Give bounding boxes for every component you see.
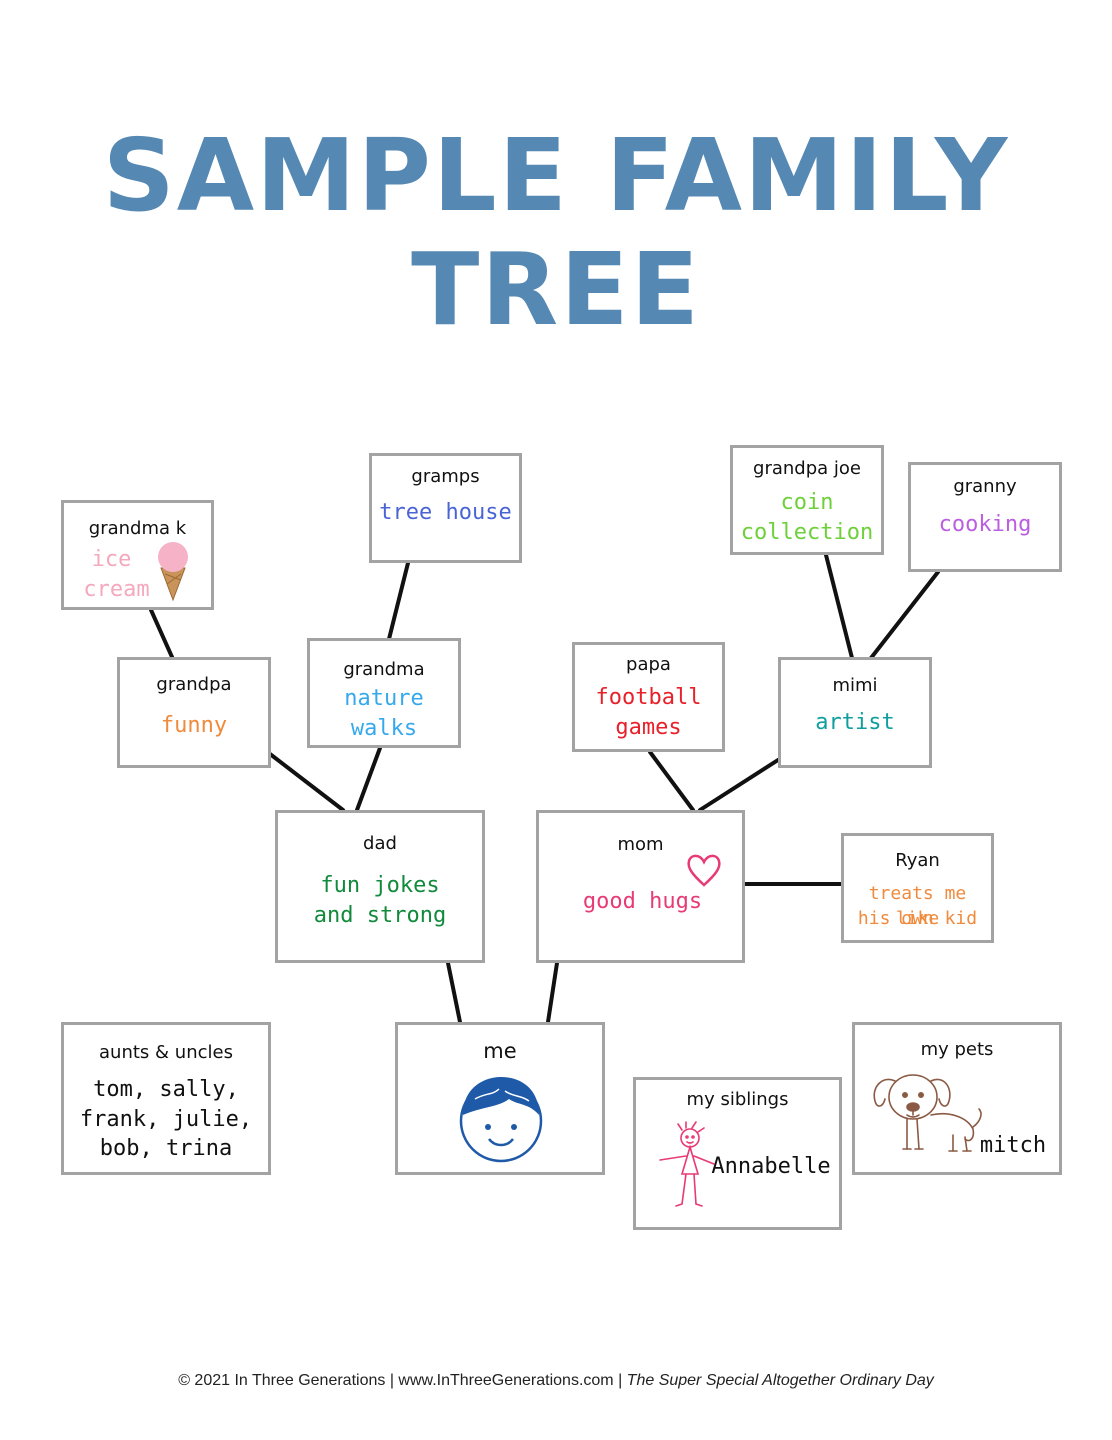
person-note: and strong [278,901,482,931]
person-note: his own kid [844,906,991,931]
person-name: Ryan [844,850,991,871]
person-note: artist [781,708,929,738]
person-box-gramps: gramps tree house [369,453,522,563]
connector-mom-me [548,963,557,1022]
ice-cream-icon [156,540,190,602]
connector-grandpa-dad [270,754,343,810]
person-note: walks [310,714,458,744]
person-box-grandpa: grandpa funny [117,657,271,768]
person-note: football [575,683,722,713]
connector-gramps-grandma [389,563,408,639]
person-note: games [575,713,722,743]
person-name: my siblings [636,1089,839,1110]
person-note: Annabelle [706,1152,836,1182]
person-box-ryan: Ryan treats me like his own kid [841,833,994,943]
person-name: granny [911,476,1059,497]
connector-granny-mimi [871,572,938,658]
person-box-pets: my pets mitch [852,1022,1062,1175]
person-name: grandpa joe [733,458,881,479]
person-name: papa [575,654,722,675]
person-box-mom: mom good hugs [536,810,745,963]
person-box-grandma: grandma nature walks [307,638,461,748]
connector-papa-mom [650,752,693,810]
person-box-dad: dad fun jokes and strong [275,810,485,963]
connector-mimi-mom [700,760,778,810]
person-note: tree house [372,498,519,528]
footer-text: © 2021 In Three Generations | www.InThre… [178,1372,626,1389]
person-note: frank, julie, [64,1105,268,1135]
boy-face-icon [455,1073,547,1165]
person-note: collection [733,518,881,548]
person-name: me [398,1039,602,1063]
person-name: grandma [310,659,458,680]
person-box-grandma-k: grandma k ice cream [61,500,214,610]
connector-grandma-k-grandpa [151,610,172,657]
person-box-granny: granny cooking [908,462,1062,572]
person-box-papa: papa football games [572,642,725,752]
person-name: dad [278,833,482,854]
person-note: cream [64,575,169,605]
person-note: tom, sally, [64,1075,268,1105]
girl-drawing-icon [656,1120,720,1212]
person-note: mitch [973,1131,1053,1161]
person-name: grandpa [120,674,268,695]
connector-dad-me [448,963,460,1022]
person-note: good hugs [539,887,746,917]
dog-drawing-icon [869,1069,985,1161]
connector-grandma-dad [357,748,380,810]
person-box-aunts-uncles: aunts & uncles tom, sally, frank, julie,… [61,1022,271,1175]
heart-icon [685,851,723,889]
person-note: coin [733,488,881,518]
person-name: gramps [372,466,519,487]
person-note: funny [120,711,268,741]
person-name: my pets [855,1039,1059,1060]
footer: © 2021 In Three Generations | www.InThre… [0,1372,1112,1390]
person-box-mimi: mimi artist [778,657,932,768]
person-box-grandpa-joe: grandpa joe coin collection [730,445,884,555]
person-note: bob, trina [64,1134,268,1164]
footer-book-title: The Super Special Altogether Ordinary Da… [627,1372,934,1389]
person-note: nature [310,684,458,714]
person-name: grandma k [64,518,211,539]
person-note: fun jokes [278,871,482,901]
person-name: mimi [781,675,929,696]
person-box-siblings: my siblings Annabelle [633,1077,842,1230]
person-note: ice [64,545,159,575]
connector-grandpa-joe-mimi [826,555,852,658]
person-name: aunts & uncles [64,1042,268,1063]
person-note: cooking [911,510,1059,540]
person-box-me: me [395,1022,605,1175]
